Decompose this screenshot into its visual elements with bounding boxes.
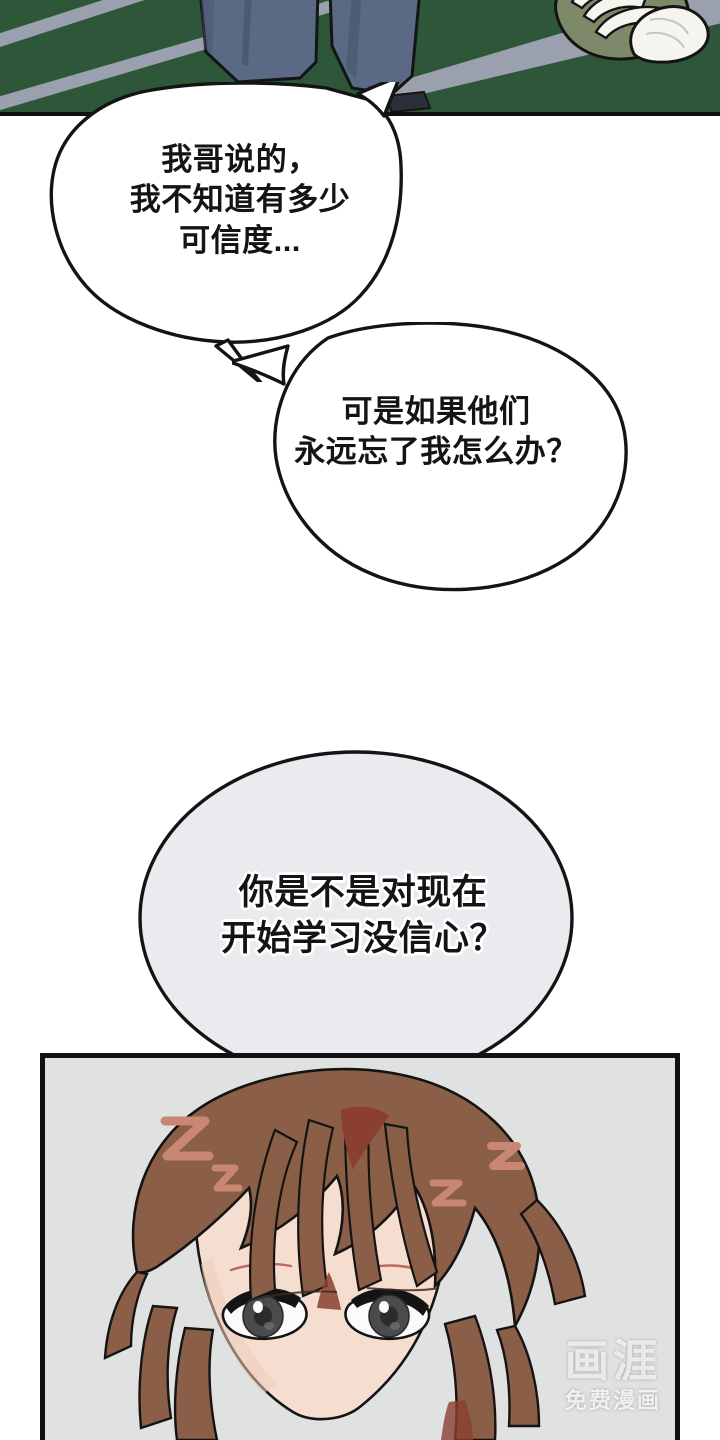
speech-bubble-2-shape (232, 322, 628, 592)
sleep-z-marks (160, 1116, 525, 1207)
speech-bubble-1-text: 我哥说的， 我不知道有多少 可信度... (129, 142, 351, 258)
shoe-shadow (384, 90, 432, 114)
speech-bubble-2: 可是如果他们 永远忘了我怎么办？ (232, 322, 640, 600)
pants-leg-right (328, 0, 421, 96)
bubble-2-tail (232, 344, 290, 386)
bottom-panel-artwork (45, 1058, 675, 1440)
panel-top (0, 0, 720, 116)
top-panel-artwork (0, 0, 720, 116)
pants-leg-left (199, 0, 320, 84)
speech-bubble-2-text: 可是如果他们 永远忘了我怎么办？ (294, 394, 578, 470)
sleep-z-small (211, 1164, 243, 1192)
speech-bubble-1-shape (49, 82, 403, 382)
sleep-z-right-upper (487, 1142, 525, 1170)
panel-bottom: 画涯 免费漫画 (40, 1053, 680, 1440)
speech-bubble-3-text: 你是不是对现在 开始学习没信心？ (220, 873, 505, 958)
sleep-z-large (160, 1116, 214, 1161)
sandal-with-sock (554, 0, 710, 64)
sleep-z-right (429, 1179, 467, 1207)
hair-bangs (249, 1106, 440, 1310)
speech-bubble-1: 我哥说的， 我不知道有多少 可信度... (40, 82, 440, 382)
hair-back (131, 1067, 541, 1331)
hair-side-tufts (103, 1198, 587, 1440)
bubble-1-tail (356, 82, 400, 118)
eye-right (344, 1288, 431, 1341)
